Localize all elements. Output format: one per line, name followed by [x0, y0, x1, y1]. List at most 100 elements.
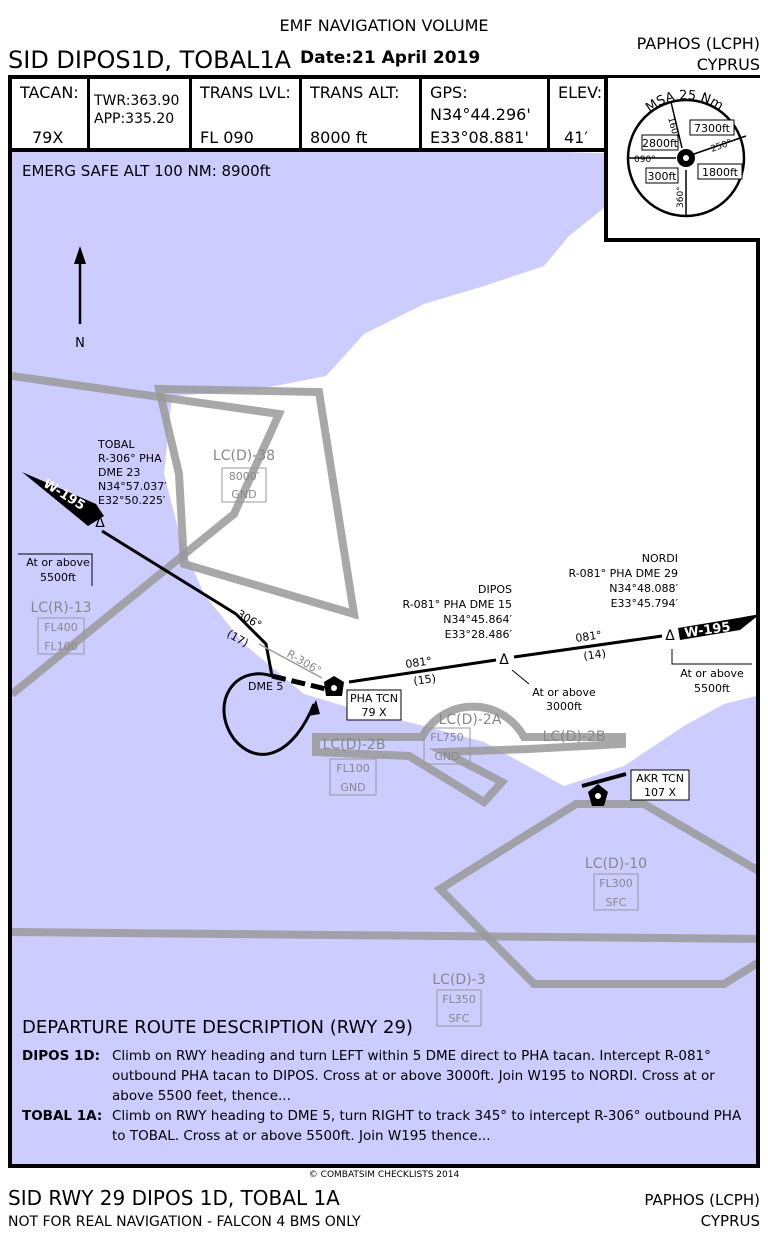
north-label: N: [75, 336, 85, 351]
pha-tacan-name: PHA TCN: [350, 692, 398, 705]
dipos-alt: 3000ft: [546, 700, 583, 713]
trans-lvl-label: TRANS LVL:: [200, 83, 291, 102]
airway-w195-west: W-195: [22, 472, 104, 526]
waypoint-tobal-icon: Δ: [95, 515, 105, 531]
area-top: FL750: [430, 731, 463, 744]
area-label: LC(D)-2B: [323, 737, 386, 753]
msa-sector-se: 1800ft: [702, 166, 739, 179]
tacan-label: TACAN:: [20, 83, 79, 102]
nordi-radial: R-081° PHA DME 29: [569, 567, 679, 580]
elev-value: 41′: [564, 128, 588, 147]
area-bottom: SFC: [606, 896, 627, 909]
msa-sector-ne: 7300ft: [694, 122, 731, 135]
akr-tacan-channel: 107 X: [644, 786, 676, 799]
leg-course: 081°: [405, 654, 433, 671]
north-arrow-icon: N: [74, 246, 86, 351]
msa-bearing-090: 090°: [634, 155, 656, 165]
land-area: [164, 152, 756, 786]
leg-course: 081°: [575, 628, 603, 645]
dipos-lat: N34°45.864′: [443, 613, 512, 626]
tacan-cell: TACAN: 79X: [12, 79, 90, 149]
description-item: DIPOS 1D:Climb on RWY heading and turn L…: [22, 1046, 752, 1106]
msa-bearing-360: 360°: [676, 186, 686, 208]
area-top: FL350: [442, 993, 475, 1006]
footer-airport: PAPHOS (LCPH): [644, 1191, 760, 1209]
msa-sector-sw: 300ft: [648, 170, 678, 183]
dipos-radial: R-081° PHA DME 15: [403, 598, 513, 611]
route-description: DEPARTURE ROUTE DESCRIPTION (RWY 29) DIP…: [22, 1018, 752, 1146]
gps-lon: E33°08.881': [430, 128, 529, 147]
tobal-radial: R-306° PHA: [98, 452, 162, 465]
nordi-name: NORDI: [642, 552, 678, 565]
footer-location: PAPHOS (LCPH) CYPRUS: [644, 1190, 760, 1232]
nordi-lon: E33°45.794′: [611, 597, 679, 610]
area-bottom: GND: [340, 781, 365, 794]
msa-sector-nw: 2800ft: [642, 137, 679, 150]
route-tobal-track: [234, 612, 274, 677]
airway-w195-east: W-195: [678, 614, 756, 641]
area-label: LC(D)-2A: [439, 712, 502, 728]
route-dme5-turn: [222, 672, 316, 756]
airspace-lcr13: [12, 372, 285, 698]
airspace-lcd3: [12, 928, 756, 943]
trans-lvl-value: FL 090: [200, 128, 254, 147]
dipos-name: DIPOS: [478, 583, 512, 596]
gps-cell: GPS: N34°44.296' E33°08.881': [422, 79, 550, 149]
location: PAPHOS (LCPH)CYPRUS: [637, 33, 760, 75]
airspace-lcd10: [433, 800, 756, 988]
elev-label: ELEV:: [558, 83, 603, 102]
area-label: LC(D)-38: [213, 448, 275, 464]
airway-label: W-195: [40, 476, 87, 513]
msa-diagram: MSA 25 Nm 7300ft 2800ft 300ft 1800ft 160…: [604, 78, 760, 242]
airspace-lcd38: [153, 384, 359, 620]
tobal-lon: E32°50.225′: [98, 494, 166, 507]
akr-tacan-icon: [581, 772, 627, 806]
tacan-value: 79X: [32, 128, 64, 147]
waypoint-dipos-icon: Δ: [499, 652, 509, 668]
procedure-text: Climb on RWY heading to DME 5, turn RIGH…: [112, 1108, 742, 1144]
tobal-lat: N34°57.037′: [98, 480, 167, 493]
pha-tacan-icon: [324, 676, 344, 696]
route-dipos-leg: [348, 658, 497, 684]
tobal-dme: DME 23: [98, 466, 140, 479]
procedure-name: TOBAL 1A:: [22, 1108, 103, 1124]
procedure-text: Climb on RWY heading and turn LEFT withi…: [112, 1048, 715, 1104]
dipos-lon: E33°28.486′: [445, 628, 513, 641]
trans-alt-label: TRANS ALT:: [310, 83, 400, 102]
area-top: FL100: [336, 762, 369, 775]
area-top: 8000′: [229, 470, 260, 483]
gps-label: GPS:: [430, 83, 468, 102]
route-nordi-leg: [513, 634, 663, 659]
area-bottom: SFC: [449, 1012, 470, 1025]
area-label: LC(D)-2B: [543, 729, 606, 745]
app-freq: APP:335.20: [94, 111, 175, 127]
footer-country: CYPRUS: [700, 1212, 760, 1230]
footer-disclaimer: NOT FOR REAL NAVIGATION - FALCON 4 BMS O…: [8, 1214, 361, 1230]
area-label: LC(D)-10: [585, 856, 647, 872]
trans-alt-value: 8000 ft: [310, 128, 368, 147]
tobal-alt: At or above: [26, 556, 90, 569]
trans-alt-cell: TRANS ALT: 8000 ft: [302, 79, 422, 149]
akr-tacan-name: AKR TCN: [636, 772, 684, 785]
airway-label: W-195: [684, 620, 732, 641]
elev-cell: ELEV: 41′: [550, 79, 608, 149]
area-bottom: GND: [231, 488, 256, 501]
area-bottom: FL100: [44, 640, 77, 653]
route-tobal-leg: [101, 529, 237, 616]
volume-title: EMF NAVIGATION VOLUME: [279, 16, 489, 35]
chart-title: SID DIPOS1D, TOBAL1A: [8, 46, 292, 74]
area-label: LC(D)-3: [432, 972, 485, 988]
airspace-lcd2: [312, 702, 626, 808]
area-top: FL400: [44, 621, 77, 634]
pha-tacan-channel: 79 X: [361, 706, 386, 719]
twr-freq: TWR:363.90: [94, 93, 180, 109]
leg-distance: (15): [413, 672, 437, 688]
leg-distance: (14): [583, 647, 607, 663]
area-bottom: GND: [434, 750, 459, 763]
nordi-alt: 5500ft: [694, 682, 731, 695]
nordi-lat: N34°48.088′: [609, 582, 678, 595]
area-top: FL300: [599, 877, 632, 890]
airport: PAPHOS (LCPH): [636, 34, 760, 53]
gps-lat: N34°44.296': [430, 105, 531, 124]
footer-title: SID RWY 29 DIPOS 1D, TOBAL 1A: [8, 1186, 340, 1210]
